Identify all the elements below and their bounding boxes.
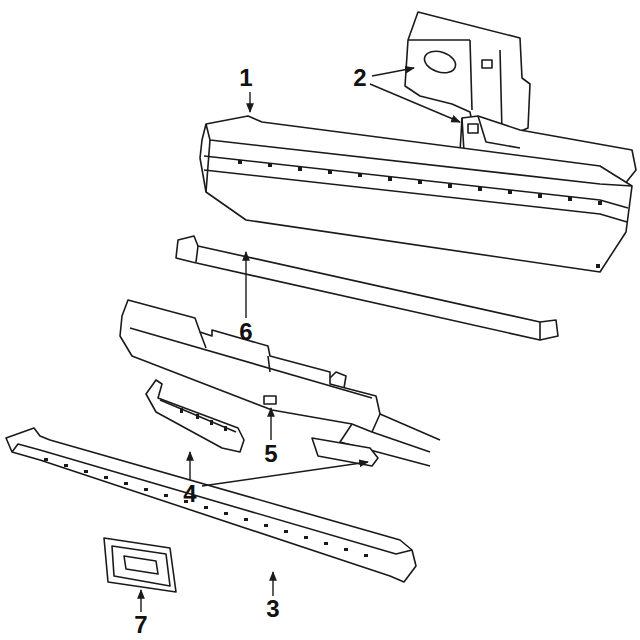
impact-strip xyxy=(176,236,558,340)
leader-lines xyxy=(141,68,460,612)
callout-number: 1 xyxy=(239,66,252,90)
callout-number: 5 xyxy=(264,442,277,466)
valance-bracket xyxy=(146,380,378,466)
callout-number: 6 xyxy=(239,320,252,344)
license-bracket xyxy=(104,538,176,592)
callout-number: 7 xyxy=(134,613,147,637)
callout-number: 2 xyxy=(353,66,366,90)
valance-panel xyxy=(6,428,416,582)
bumper-face-bar xyxy=(200,116,632,272)
callout-number: 4 xyxy=(183,482,196,506)
callout-number: 3 xyxy=(266,597,279,621)
reinforcement-bar xyxy=(120,300,440,466)
